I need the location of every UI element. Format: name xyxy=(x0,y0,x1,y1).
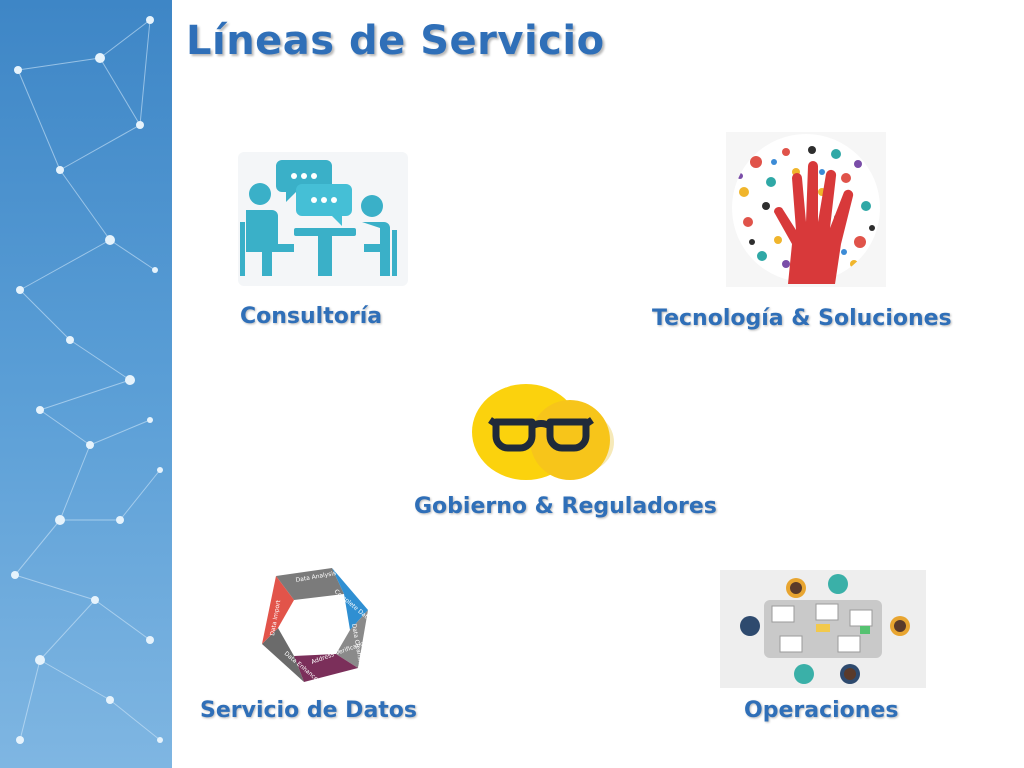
data-cycle-icon: Data Analysis Complete Data Migration Da… xyxy=(244,564,395,693)
network-sidebar xyxy=(0,0,172,768)
service-label-gobierno: Gobierno & Reguladores xyxy=(414,494,717,519)
network-pattern-icon xyxy=(11,16,163,744)
consulting-meeting-icon xyxy=(232,150,412,290)
service-label-tecnologia: Tecnología & Soluciones xyxy=(652,306,952,331)
operations-team-icon xyxy=(720,570,926,688)
service-label-consultoria: Consultoría xyxy=(240,304,383,329)
slide-title: Líneas de Servicio xyxy=(186,18,605,64)
glasses-icon xyxy=(470,380,620,485)
service-label-datos: Servicio de Datos xyxy=(200,698,418,723)
technology-hand-icon xyxy=(726,132,886,287)
service-label-operaciones: Operaciones xyxy=(744,698,899,723)
